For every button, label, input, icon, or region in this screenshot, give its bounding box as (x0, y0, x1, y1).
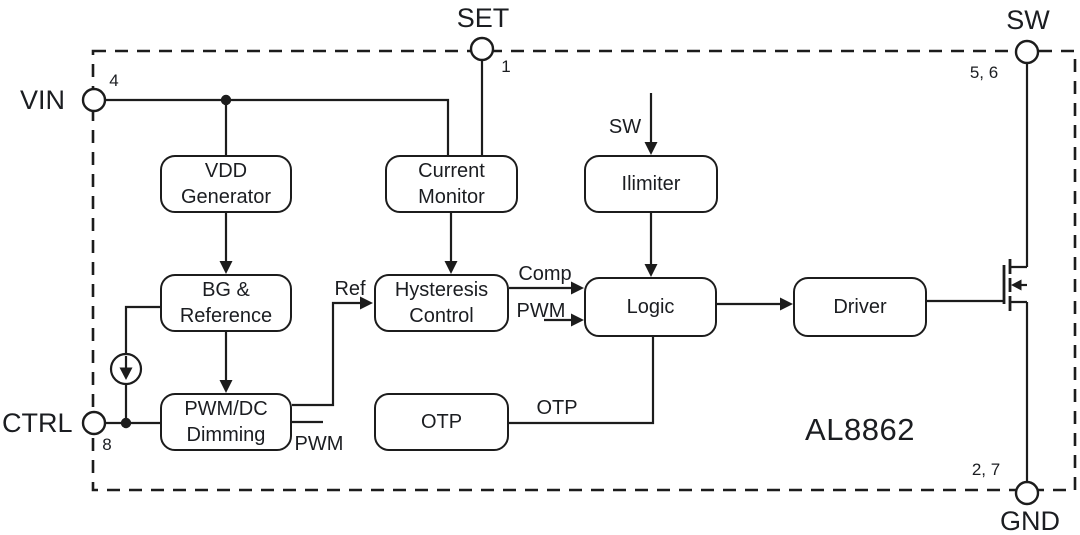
vin-pin-circle (81, 87, 107, 113)
pin-number-ctrl: 8 (102, 435, 112, 454)
block-current-monitor: Current Monitor (385, 155, 518, 213)
pin-number-vin: 4 (109, 71, 119, 90)
pin-label-gnd: GND (1000, 506, 1060, 535)
vin-wire (105, 98, 450, 156)
arrowhead-icon (571, 281, 584, 295)
nmos-transistor-icon (1002, 259, 1027, 311)
pin-label-sw: SW (1006, 5, 1050, 35)
arrowhead-icon (219, 261, 233, 274)
signal-label-comp: Comp (518, 263, 572, 285)
block-logic: Logic (584, 277, 717, 337)
block-label: VDD Generator (180, 160, 272, 208)
block-vdd-generator: VDD Generator (160, 155, 292, 213)
arrowhead-icon (780, 297, 793, 311)
ctrl-pin-circle (81, 410, 107, 436)
ic-boundary (91, 49, 1077, 492)
signal-label-pwm-out: PWM (294, 433, 344, 455)
current-source-icon (109, 352, 143, 386)
block-bg-reference: BG & Reference (160, 274, 292, 332)
arrowhead-icon (360, 296, 373, 310)
block-label: Logic (626, 296, 675, 318)
pin-number-gnd: 2, 7 (971, 460, 1001, 479)
signal-label-otp: OTP (536, 397, 578, 419)
pin-label-set: SET (456, 3, 510, 33)
block-label: BG & Reference (179, 279, 273, 327)
signal-label-pwm-in: PWM (516, 300, 566, 322)
block-otp: OTP (374, 393, 509, 451)
signal-label-ref: Ref (334, 278, 366, 300)
block-label: Ilimiter (621, 173, 681, 195)
pin-number-sw: 5, 6 (969, 63, 999, 82)
arrowhead-icon (644, 264, 658, 277)
block-label: PWM/DC Dimming (184, 398, 268, 446)
block-label: OTP (420, 411, 463, 433)
block-ilimiter: Ilimiter (584, 155, 718, 213)
chip-part-number: AL8862 (805, 412, 915, 447)
ref-wire (292, 301, 361, 407)
block-driver: Driver (793, 277, 927, 337)
set-pin-circle (469, 36, 495, 62)
gnd-pin-circle (1014, 480, 1040, 506)
signal-label-sw-input: SW (608, 116, 642, 138)
block-label: Current Monitor (418, 160, 485, 208)
arrowhead-icon (571, 313, 584, 327)
arrowhead-icon (644, 142, 658, 155)
block-pwm-dc-dimming: PWM/DC Dimming (160, 393, 292, 451)
arrowhead-icon (219, 380, 233, 393)
pin-number-set: 1 (501, 57, 511, 76)
pin-label-vin: VIN (20, 85, 66, 115)
sw-pin-circle (1014, 39, 1040, 65)
block-label: Hysteresis Control (394, 279, 489, 327)
junction-dot-icon (220, 94, 232, 106)
arrowhead-icon (444, 261, 458, 274)
pin-label-ctrl: CTRL (2, 408, 73, 438)
block-label: Driver (833, 296, 887, 318)
otp-wire (509, 337, 655, 425)
block-hysteresis-control: Hysteresis Control (374, 274, 509, 332)
